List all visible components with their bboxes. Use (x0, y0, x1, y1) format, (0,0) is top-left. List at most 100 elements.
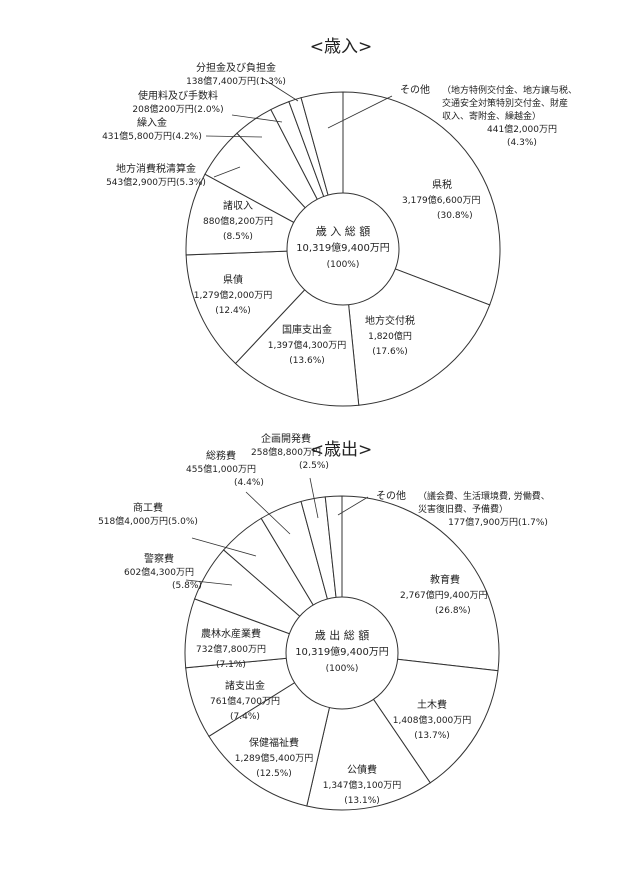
slice-percent: (12.5%) (256, 769, 292, 779)
center-circle (286, 192, 400, 306)
slice-percent: (30.8%) (437, 211, 473, 221)
slice-label: 県債 1,279億2,000万円 (12.4%) (194, 273, 273, 316)
slice-name: 県債 (223, 273, 243, 286)
center-amount: 10,319億9,400万円 (295, 645, 389, 658)
slice-amount: 1,820億円 (368, 330, 412, 342)
leader-line (309, 477, 319, 519)
slice-label: 農林水産業費 732億7,800万円 (7.1%) (196, 627, 266, 670)
slice-amount: 1,408億3,000万円 (393, 714, 472, 726)
slice-name: 諸支出金 (225, 679, 265, 692)
leader-line (213, 166, 241, 178)
slice-amount: 761億4,700万円 (210, 695, 280, 707)
pie-chart-1: <歳入> 歳 入 総 額 10,319億9,400万円 (100%) 県税 3,179億6… (102, 37, 577, 407)
slice-amount: 1,289億5,400万円 (235, 752, 314, 764)
slice-label: 土木費 1,408億3,000万円 (13.7%) (393, 698, 472, 741)
chart-title: <歳出> (310, 440, 373, 460)
slice-amount: 455億1,000万円 (186, 463, 256, 475)
slice-callout: その他（議会費、生活環境費, 労働費、災害復旧費、予備費）177億7,900万円… (337, 489, 550, 528)
slice-amount: 543億2,900万円(5.3%) (106, 176, 206, 188)
slice-amount: 138億7,400万円(1.3%) (186, 75, 286, 87)
slice-name: 教育費 (430, 573, 460, 586)
slice-name: 使用料及び手数料 (138, 89, 218, 102)
slice-label: 諸収入 880億8,200万円 (8.5%) (203, 199, 273, 242)
leader-line (327, 95, 393, 129)
slice-name: 繰入金 (137, 116, 167, 129)
slice-amount: 441億2,000万円 (487, 123, 557, 135)
slice-name: 地方消費税清算金 (116, 162, 196, 175)
slice-amount: 431億5,800万円(4.2%) (102, 130, 202, 142)
slice-percent: (8.5%) (223, 232, 253, 242)
slice-amount: 3,179億6,600万円 (402, 194, 481, 206)
leader-line (261, 77, 299, 102)
slice-amount: 602億4,300万円 (124, 566, 194, 578)
pie-chart-2: <歳出> 歳 出 総 額 10,319億9,400万円 (100%) 教育費 2,767億… (98, 432, 550, 811)
slice-amount: 518億4,000万円(5.0%) (98, 515, 198, 527)
slice-percent: (7.4%) (230, 712, 260, 722)
leader-line (337, 496, 369, 516)
slice-amount: 177億7,900万円(1.7%) (448, 516, 548, 528)
slice-percent: (13.7%) (414, 731, 450, 741)
slice-name: 警察費 (144, 552, 174, 565)
center-amount: 10,319億9,400万円 (296, 241, 390, 254)
slice-name: 公債費 (347, 763, 377, 776)
slice-percent: (17.6%) (372, 347, 408, 357)
slice-note: （地方特例交付金、地方譲与税、 (442, 84, 577, 96)
slice-amount: 732億7,800万円 (196, 643, 266, 655)
slice-name: 商工費 (133, 501, 163, 514)
slice-note: 災害復旧費、予備費） (418, 503, 508, 515)
slice-amount: 1,347億3,100万円 (323, 779, 402, 791)
center-percent: (100%) (327, 260, 360, 270)
slice-callout: その他 （地方特例交付金、地方譲与税、交通安全対策特別交付金、財産収入、寄附金、繰… (327, 83, 577, 148)
slice-amount: 208億200万円(2.0%) (132, 103, 223, 115)
slice-name: 土木費 (417, 698, 447, 711)
chart-title: <歳入> (310, 37, 373, 57)
slice-label: 地方交付税 1,820億円 (17.6%) (365, 314, 415, 357)
slice-name: 農林水産業費 (201, 627, 261, 640)
slice-name: 諸収入 (223, 199, 253, 212)
slice-note: 収入、寄附金、繰越金） (442, 110, 541, 122)
slice-name: 総務費 (206, 449, 236, 462)
slice-name: 保健福祉費 (249, 736, 299, 749)
slice-percent: (12.4%) (215, 306, 251, 316)
slice-percent: (13.6%) (289, 356, 325, 366)
leader-line (245, 491, 291, 535)
slice-percent: (4.4%) (234, 478, 264, 488)
slice-name: 分担金及び負担金 (196, 61, 276, 74)
slice-name: その他 (400, 83, 430, 96)
slice-amount: 880億8,200万円 (203, 215, 273, 227)
slice-name: 企画開発費 (261, 432, 311, 445)
leader-line (191, 537, 257, 557)
slice-percent: (4.3%) (507, 138, 537, 148)
center-title: 歳 入 総 額 (316, 224, 371, 238)
slice-percent: (26.8%) (435, 606, 471, 616)
center-circle (285, 596, 399, 710)
slice-name: その他 (376, 489, 406, 502)
slice-label: 教育費 2,767億円9,400万円 (26.8%) (400, 573, 488, 616)
slice-label: 諸支出金 761億4,700万円 (7.4%) (210, 679, 280, 722)
slice-percent: (13.1%) (344, 796, 380, 806)
slice-name: 地方交付税 (365, 314, 415, 327)
center-title: 歳 出 総 額 (315, 628, 370, 642)
leader-line (231, 114, 283, 123)
slice-amount: 2,767億円9,400万円 (400, 589, 488, 601)
slice-amount: 258億8,800万円 (251, 446, 321, 458)
leader-line (185, 579, 233, 586)
slice-amount: 1,279億2,000万円 (194, 289, 273, 301)
slice-note: 交通安全対策特別交付金、財産 (442, 97, 568, 109)
slice-amount: 1,397億4,300万円 (268, 339, 347, 351)
slice-percent: (7.1%) (216, 660, 246, 670)
center-percent: (100%) (326, 664, 359, 674)
slice-label: 県税 3,179億6,600万円 (30.8%) (402, 178, 481, 221)
slice-label: 公債費 1,347億3,100万円 (13.1%) (323, 763, 402, 806)
slice-percent: (5.8%) (172, 581, 202, 591)
slice-name: 県税 (432, 178, 452, 191)
